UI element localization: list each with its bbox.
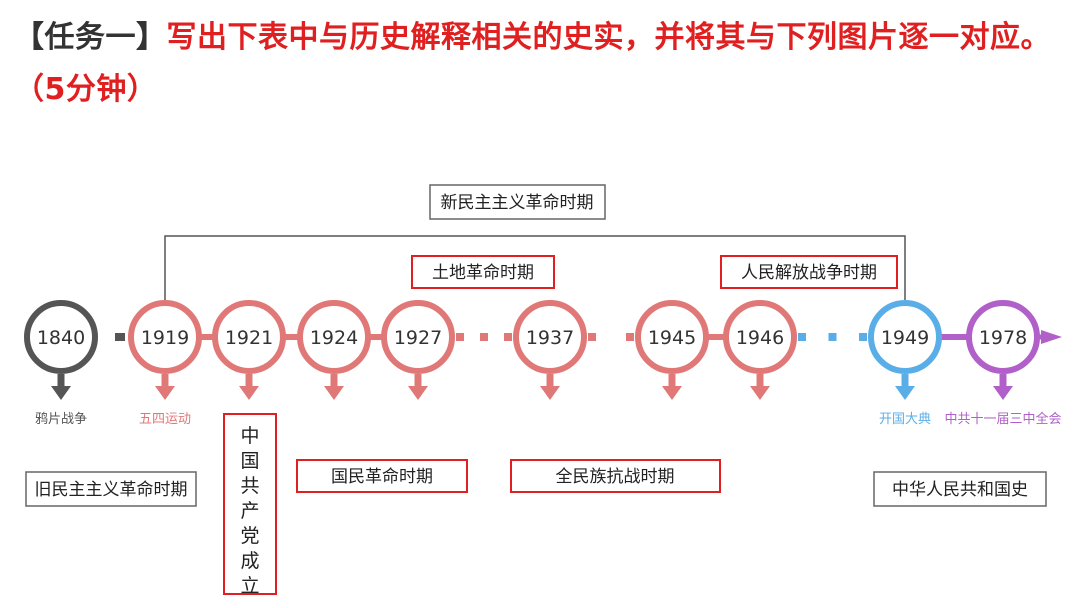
timeline-node-1978: 1978: [966, 300, 1040, 400]
node-year: 1919: [141, 327, 189, 349]
node-arrow-icon: [662, 386, 682, 400]
node-stem: [901, 374, 909, 388]
node-stem: [161, 374, 169, 388]
node-circle: [212, 300, 286, 374]
old-democratic-box: [25, 471, 197, 507]
new-democratic-label: 新民主主义革命时期: [441, 193, 594, 213]
new-democratic-box: [429, 184, 606, 220]
node-year: 1840: [37, 327, 85, 349]
task-label: 【任务一】: [14, 20, 167, 55]
timeline-end-arrow: [1041, 330, 1062, 344]
node-year: 1921: [225, 327, 273, 349]
node-year: 1937: [526, 327, 574, 349]
event-third-plenum: 中共十一届三中全会: [944, 411, 1061, 427]
cpc-founding-char: 中: [240, 425, 259, 447]
node-year: 1949: [881, 327, 929, 349]
old-democratic-label: 旧民主主义革命时期: [35, 480, 188, 500]
cpc-founding-char: 产: [240, 500, 259, 522]
connector-dot: [504, 333, 512, 341]
node-stem: [330, 374, 338, 388]
land-revolution-box: [411, 255, 555, 289]
new-democratic-bracket: 新民主主义革命时期: [164, 184, 906, 300]
node-year: 1927: [394, 327, 442, 349]
timeline-node-1840: 1840: [24, 300, 98, 400]
node-stem: [756, 374, 764, 388]
cpc-founding-char: 共: [240, 475, 259, 497]
node-arrow-icon: [155, 386, 175, 400]
land-revolution-label: 土地革命时期: [432, 263, 534, 283]
prc-history-box: [873, 471, 1047, 507]
timeline-node-1919: 1919: [128, 300, 202, 400]
cpc-founding-box: [223, 413, 277, 595]
node-circle: [381, 300, 455, 374]
timeline-node-1921: 1921: [212, 300, 286, 400]
anti-japanese-box: [510, 459, 721, 493]
timeline-node-1949: 1949: [868, 300, 942, 400]
node-stem: [546, 374, 554, 388]
cpc-founding-char: 立: [240, 575, 259, 597]
task-instruction: 写出下表中与历史解释相关的史实，并将其与下列图片逐一对应。: [166, 20, 1051, 55]
connector-dot: [626, 333, 634, 341]
node-year: 1924: [310, 327, 358, 349]
prc-history-label: 中华人民共和国史: [892, 480, 1028, 500]
timeline-node-1924: 1924: [297, 300, 371, 400]
event-may-fourth: 五四运动: [139, 412, 191, 427]
national-revolution-box: [296, 459, 468, 493]
task-time-line: （5分钟）: [14, 64, 1074, 116]
cpc-founding-char: 国: [240, 450, 259, 472]
node-arrow-icon: [540, 386, 560, 400]
liberation-war-label: 人民解放战争时期: [741, 263, 877, 283]
task-header: 【任务一】写出下表中与历史解释相关的史实，并将其与下列图片逐一对应。 （5分钟）: [14, 12, 1074, 116]
timeline-node-1927: 1927: [381, 300, 455, 400]
cpc-founding-char: 成: [240, 550, 259, 572]
node-year: 1978: [979, 327, 1027, 349]
timeline-nodes: 1840 1919 1921 1924 1927 1937 1945 1946 1949 1978: [24, 300, 1040, 400]
node-stem: [245, 374, 253, 388]
node-stem: [57, 374, 65, 388]
cpc-founding-char: 党: [240, 525, 259, 547]
node-circle: [966, 300, 1040, 374]
node-arrow-icon: [239, 386, 259, 400]
node-arrow-icon: [324, 386, 344, 400]
task-title-line: 【任务一】写出下表中与历史解释相关的史实，并将其与下列图片逐一对应。: [14, 12, 1074, 64]
anti-japanese-label: 全民族抗战时期: [556, 467, 675, 487]
event-opium-war: 鸦片战争: [35, 411, 87, 427]
node-circle: [723, 300, 797, 374]
timeline-node-1946: 1946: [723, 300, 797, 400]
connector-dot: [859, 333, 867, 341]
node-arrow-icon: [750, 386, 770, 400]
connector-dot: [480, 333, 488, 341]
node-arrow-icon: [993, 386, 1013, 400]
connector-dot: [828, 333, 837, 341]
event-founding-ceremony: 开国大典: [879, 412, 931, 427]
node-stem: [668, 374, 676, 388]
node-circle: [297, 300, 371, 374]
timeline-node-1937: 1937: [513, 300, 587, 400]
bracket-line: [164, 235, 906, 300]
connector-dot: [115, 333, 125, 341]
connector-dot: [798, 333, 806, 341]
node-stem: [414, 374, 422, 388]
national-revolution-label: 国民革命时期: [331, 467, 433, 487]
node-circle: [128, 300, 202, 374]
connector-dot: [456, 333, 464, 341]
node-circle: [868, 300, 942, 374]
timeline-node-1945: 1945: [635, 300, 709, 400]
node-circle: [513, 300, 587, 374]
node-circle: [24, 300, 98, 374]
node-circle: [635, 300, 709, 374]
liberation-war-box: [720, 255, 898, 289]
node-arrow-icon: [51, 386, 71, 400]
node-stem: [999, 374, 1007, 388]
connector-dot: [588, 333, 596, 341]
node-arrow-icon: [408, 386, 428, 400]
node-year: 1946: [736, 327, 784, 349]
node-arrow-icon: [895, 386, 915, 400]
node-year: 1945: [648, 327, 696, 349]
time-note: （5分钟）: [14, 72, 158, 107]
